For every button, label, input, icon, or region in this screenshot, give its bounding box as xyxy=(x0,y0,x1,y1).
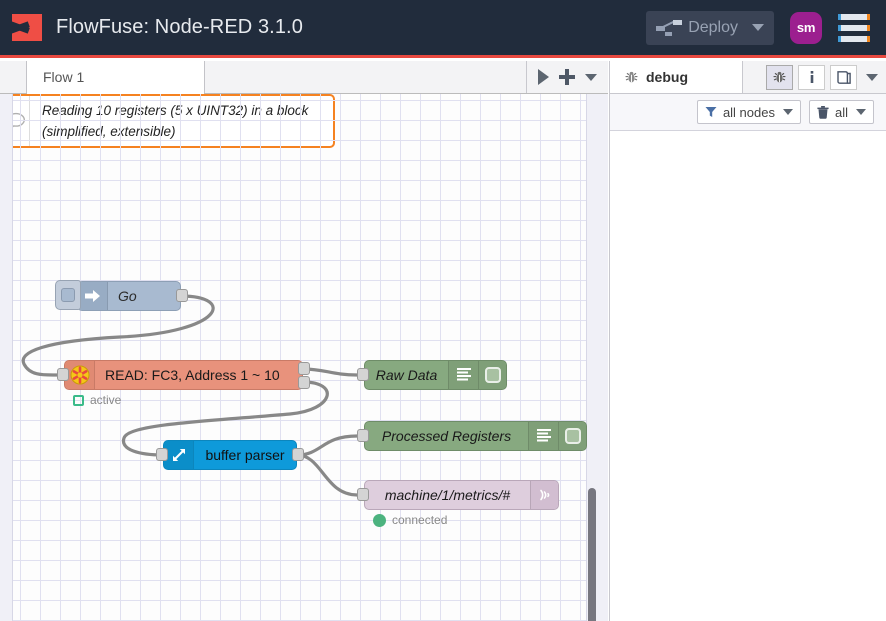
tab-debug-label: debug xyxy=(646,69,688,85)
sidebar-tab-buttons xyxy=(766,61,886,93)
node-label: Processed Registers xyxy=(381,428,512,444)
help-tab-button[interactable] xyxy=(830,64,857,90)
tab-debug[interactable]: debug xyxy=(610,61,743,93)
sidebar-tab-empty xyxy=(743,61,766,93)
filter-label: all nodes xyxy=(722,104,775,120)
debug-lines-icon xyxy=(448,361,478,389)
info-icon xyxy=(810,71,813,83)
clear-label: all xyxy=(834,104,848,120)
debug-tab-button[interactable] xyxy=(766,64,793,90)
chevron-down-icon[interactable] xyxy=(752,24,764,31)
node-label: Go xyxy=(118,288,137,304)
vertical-scrollbar[interactable] xyxy=(588,488,596,621)
tab-flow-1[interactable]: Flow 1 xyxy=(27,61,205,94)
debug-toggle-button[interactable] xyxy=(478,361,506,389)
deploy-button-label: Deploy xyxy=(688,18,738,36)
sidebar-tab-bar: debug xyxy=(610,61,886,94)
debug-toggle[interactable] xyxy=(564,428,581,444)
mqtt-broadcast-icon xyxy=(530,481,558,509)
input-port[interactable] xyxy=(357,429,369,442)
header-actions: Deploy sm xyxy=(646,10,886,45)
tab-bar-tools xyxy=(526,61,608,93)
book-icon xyxy=(836,70,851,84)
node-inject-go[interactable]: Go xyxy=(55,280,188,311)
info-tab-button[interactable] xyxy=(798,64,825,90)
deploy-icon xyxy=(656,19,683,37)
debug-lines-icon xyxy=(528,422,558,450)
status-badge: connected xyxy=(373,513,447,527)
node-buffer-parser[interactable]: buffer parser xyxy=(156,440,304,470)
app-header: FlowFuse: Node-RED 3.1.0 Deploy sm xyxy=(0,0,886,58)
node-label: Raw Data xyxy=(375,367,438,383)
input-port[interactable] xyxy=(156,448,168,461)
hamburger-menu-icon[interactable] xyxy=(838,13,870,42)
debug-filter-bar: all nodes all xyxy=(610,94,886,131)
filter-nodes-button[interactable]: all nodes xyxy=(696,100,801,124)
flow-canvas[interactable]: Reading 10 registers (5 x UINT32) in a b… xyxy=(0,94,608,621)
status-indicator-icon xyxy=(373,513,386,527)
input-port[interactable] xyxy=(357,488,369,501)
plus-icon[interactable] xyxy=(559,69,575,85)
trash-icon xyxy=(817,105,829,119)
inject-arrow-icon xyxy=(78,282,108,310)
node-label: READ: FC3, Address 1 ~ 10 xyxy=(105,367,280,383)
flowfuse-logo-icon xyxy=(12,14,42,41)
clear-messages-button[interactable]: all xyxy=(808,100,874,124)
status-label: active xyxy=(90,393,122,407)
input-port[interactable] xyxy=(57,368,69,381)
debug-toggle[interactable] xyxy=(484,367,501,383)
page-title: FlowFuse: Node-RED 3.1.0 xyxy=(56,16,303,38)
output-port[interactable] xyxy=(176,289,188,302)
node-label: buffer parser xyxy=(205,447,285,463)
node-read-fc3[interactable]: READ: FC3, Address 1 ~ 10 active xyxy=(57,360,310,407)
chevron-down-icon[interactable] xyxy=(585,73,597,81)
canvas-left-edge xyxy=(0,94,13,621)
debug-sidebar: debug xyxy=(609,61,886,621)
expand-arrows-icon xyxy=(164,441,194,469)
debug-toggle-button[interactable] xyxy=(558,422,586,450)
status-indicator-icon xyxy=(73,394,84,406)
tab-bar-empty xyxy=(205,61,526,93)
input-port[interactable] xyxy=(357,368,369,381)
funnel-icon xyxy=(705,107,717,117)
node-label: machine/1/metrics/# xyxy=(384,487,511,503)
output-port[interactable] xyxy=(292,448,304,461)
play-icon[interactable] xyxy=(538,69,549,85)
chevron-down-icon[interactable] xyxy=(782,109,793,115)
node-mqtt-in[interactable]: machine/1/metrics/# connected xyxy=(357,480,559,527)
status-badge: active xyxy=(73,393,121,407)
node-debug-processed-registers[interactable]: Processed Registers xyxy=(357,421,587,451)
bug-icon xyxy=(773,71,786,82)
modbus-gear-icon xyxy=(65,361,95,389)
status-label: connected xyxy=(392,513,448,527)
debug-message-list[interactable] xyxy=(610,131,886,621)
chevron-down-icon[interactable] xyxy=(856,109,866,115)
avatar[interactable]: sm xyxy=(790,11,822,44)
tab-label: Flow 1 xyxy=(43,69,85,85)
tab-bar-scroll-left[interactable] xyxy=(0,61,27,93)
output-port-2[interactable] xyxy=(298,376,310,389)
output-port-1[interactable] xyxy=(298,362,310,375)
chevron-down-icon[interactable] xyxy=(866,73,878,81)
node-debug-raw-data[interactable]: Raw Data xyxy=(357,360,507,390)
flow-tab-bar: Flow 1 xyxy=(0,61,608,94)
flow-wires xyxy=(21,294,359,497)
deploy-button[interactable]: Deploy xyxy=(646,10,774,45)
inject-button[interactable] xyxy=(55,280,81,310)
canvas-grid xyxy=(13,94,586,621)
bug-icon xyxy=(625,71,638,82)
